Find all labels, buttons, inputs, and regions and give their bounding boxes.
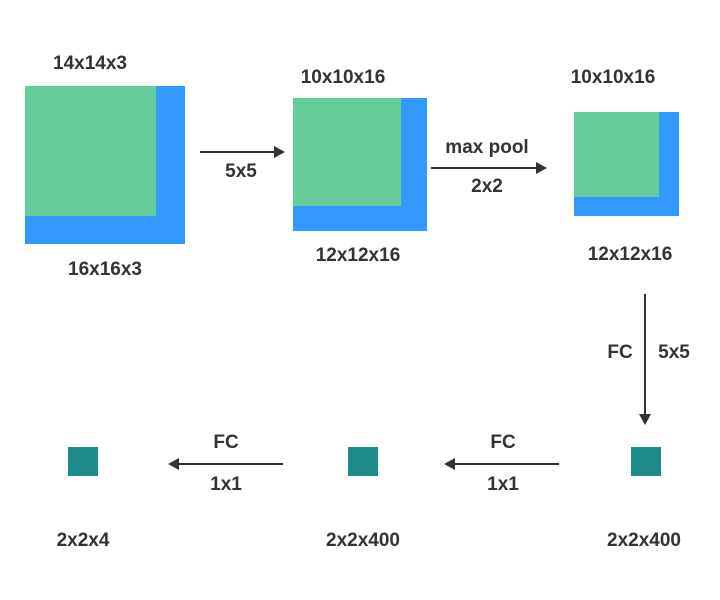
fc-1-bottom-label: 1x1 <box>487 474 519 495</box>
fc-2-bottom-label: 1x1 <box>210 474 242 495</box>
conv-inner-region <box>293 98 401 206</box>
input-inner-label: 14x14x3 <box>53 53 127 74</box>
fc-down-left-label: FC <box>607 342 633 363</box>
pool-arrow-bottom-label: 2x2 <box>471 176 503 197</box>
conv-volume <box>293 98 427 231</box>
pool-outer-label: 12x12x16 <box>587 244 673 265</box>
conv-outer-label: 12x12x16 <box>315 245 401 266</box>
output-label-fc1: 2x2x400 <box>607 530 681 551</box>
output-volume-fc3 <box>68 447 98 476</box>
conv-arrow-label: 5x5 <box>225 161 257 182</box>
output-label-fc2: 2x2x400 <box>326 530 400 551</box>
pool-inner-region <box>574 112 659 197</box>
pool-arrow-top-label: max pool <box>445 137 529 158</box>
output-volume-fc2 <box>348 447 378 476</box>
input-outer-label: 16x16x3 <box>68 259 142 280</box>
arrow-fc-2 <box>168 458 283 470</box>
pool-volume <box>574 112 679 216</box>
arrow-fc-1 <box>444 458 559 470</box>
pool-inner-label: 10x10x16 <box>570 67 656 88</box>
fc-down-right-label: 5x5 <box>658 342 690 363</box>
fc-1-top-label: FC <box>490 432 516 453</box>
output-volume-fc1 <box>631 447 661 476</box>
arrow-pool <box>431 162 547 174</box>
fc-2-top-label: FC <box>213 432 239 453</box>
output-label-fc3: 2x2x4 <box>56 530 110 551</box>
conv-inner-label: 10x10x16 <box>300 67 386 88</box>
arrow-conv <box>200 146 285 158</box>
arrow-fc-down <box>639 294 651 425</box>
input-inner-region <box>25 86 156 216</box>
input-volume <box>25 86 185 244</box>
